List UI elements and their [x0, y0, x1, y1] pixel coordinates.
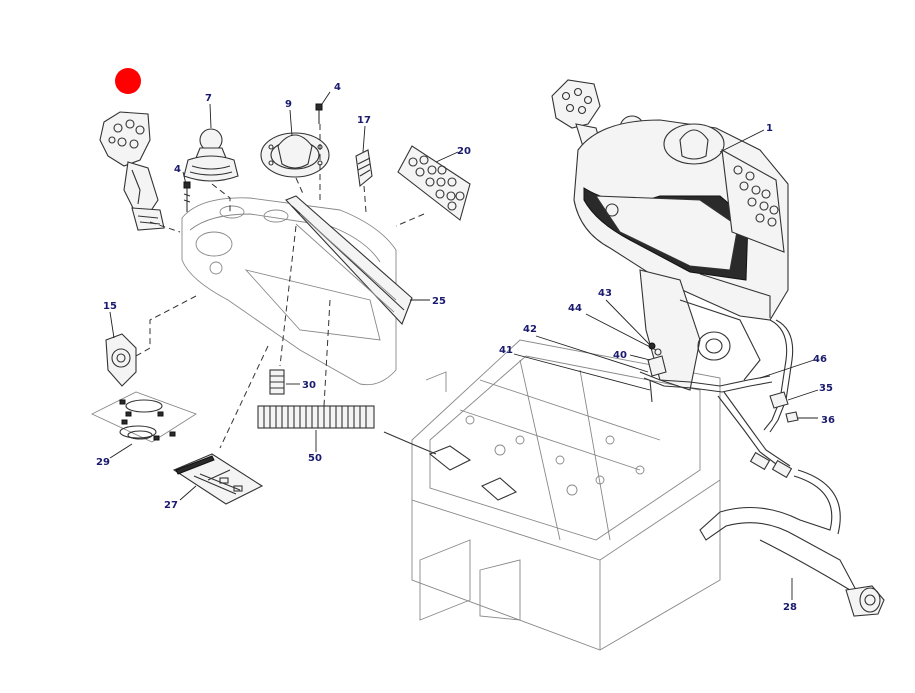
- callout-7: 7: [205, 93, 212, 104]
- callout-17: 17: [357, 115, 371, 126]
- callout-28: 28: [783, 602, 797, 613]
- callout-40: 40: [613, 350, 627, 361]
- bracket-40: [647, 355, 667, 377]
- pin-41: [649, 379, 653, 403]
- leader-lines: [109, 91, 819, 600]
- callout-27: 27: [164, 500, 178, 511]
- seal-kit-29: [90, 391, 198, 443]
- callout-42: 42: [523, 324, 537, 335]
- callout-41: 41: [499, 345, 513, 356]
- selection-marker: [115, 68, 141, 94]
- callout-36: 36: [821, 415, 835, 426]
- callout-4-top: 4: [334, 82, 341, 93]
- callout-35: 35: [819, 383, 833, 394]
- bellow-9: [260, 132, 330, 178]
- strip-50: [257, 405, 375, 429]
- boot-7: [183, 128, 239, 182]
- cover-25: [285, 195, 413, 326]
- cable-harness: [639, 319, 885, 617]
- callout-20: 20: [457, 146, 471, 157]
- screw-36: [785, 411, 799, 423]
- callout-44: 44: [568, 303, 582, 314]
- callout-4-left: 4: [174, 164, 181, 175]
- callout-25: 25: [432, 296, 446, 307]
- screw-4-top: [315, 103, 323, 124]
- callout-15: 15: [103, 301, 117, 312]
- switch-17: [355, 149, 373, 188]
- armrest-console-1: [573, 119, 789, 321]
- part-30: [269, 369, 285, 395]
- callout-43: 43: [598, 288, 612, 299]
- circuit-board-27: [172, 453, 264, 505]
- joystick-left: [99, 111, 165, 231]
- console-housing-left: [181, 197, 397, 386]
- callout-29: 29: [96, 457, 110, 468]
- flange-15: [105, 333, 137, 387]
- callout-9: 9: [285, 99, 292, 110]
- callout-46: 46: [813, 354, 827, 365]
- callout-1: 1: [766, 123, 773, 134]
- keypad-20: [397, 145, 471, 221]
- seat-base-frame: [383, 339, 721, 651]
- callout-30: 30: [302, 380, 316, 391]
- screw-44: [654, 348, 662, 356]
- callout-50: 50: [308, 453, 322, 464]
- screw-4-left: [183, 181, 191, 212]
- connector-35: [769, 391, 789, 409]
